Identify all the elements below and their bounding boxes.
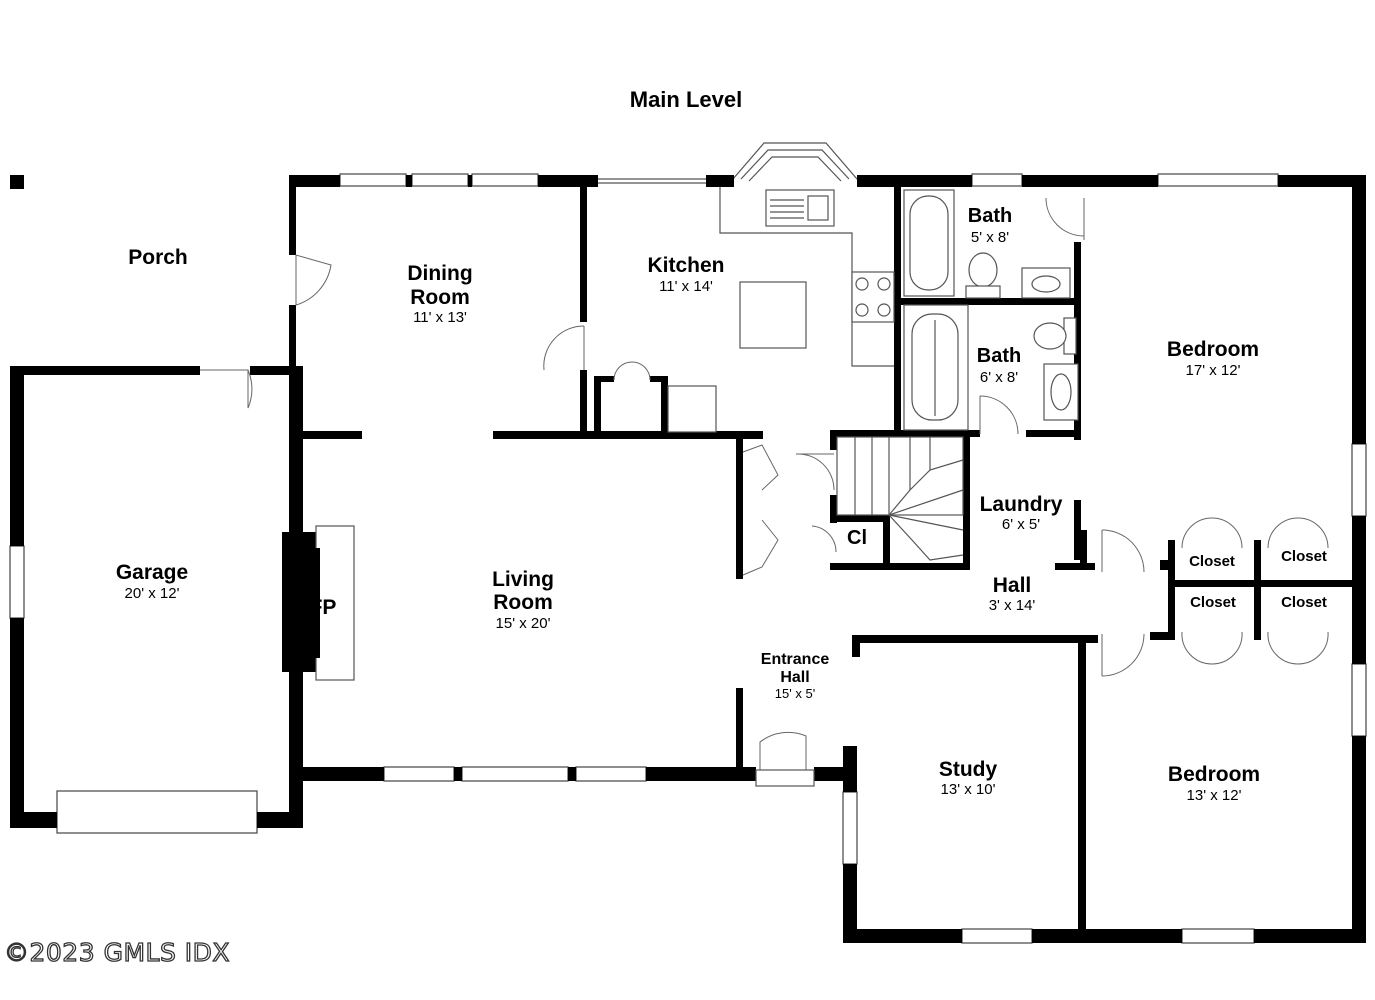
kitchen-label: Kitchen xyxy=(647,254,724,277)
bath-1-label: Bath xyxy=(968,205,1012,227)
bedroom-1-label: Bedroom xyxy=(1167,338,1259,361)
living-room-label-line2: Room xyxy=(493,591,553,614)
windows xyxy=(9,142,1367,944)
fixtures xyxy=(667,187,1079,561)
entrance-hall-label-line1: Entrance xyxy=(761,651,830,668)
entrance-hall-dims: 15' x 5' xyxy=(775,686,815,701)
dining-room-label-line2: Room xyxy=(410,286,470,309)
laundry-label: Laundry xyxy=(980,493,1063,516)
dining-room-dims: 11' x 13' xyxy=(413,309,467,326)
entrance-hall-label-line2: Hall xyxy=(780,669,809,686)
closet-c-label: Closet xyxy=(1190,594,1236,611)
study-dims: 13' x 10' xyxy=(941,781,996,798)
copyright-watermark: ©2023 GMLS IDX xyxy=(3,937,231,967)
bath-2-label: Bath xyxy=(977,345,1021,367)
closet-d-label: Closet xyxy=(1281,594,1327,611)
fireplace-label: FP xyxy=(310,596,337,619)
walls xyxy=(10,175,1366,943)
living-room-label-line1: Living xyxy=(492,568,554,591)
laundry-dims: 6' x 5' xyxy=(1002,516,1040,533)
garage-dims: 20' x 12' xyxy=(125,585,180,602)
doors xyxy=(200,197,1329,787)
porch-label: Porch xyxy=(128,246,188,269)
bedroom-2-label: Bedroom xyxy=(1168,763,1260,786)
dining-room-label-line1: Dining xyxy=(407,262,472,285)
small-closet-label: Cl xyxy=(847,527,867,549)
plan-title: Main Level xyxy=(630,87,742,112)
bedroom-1-dims: 17' x 12' xyxy=(1186,362,1241,379)
hall-dims: 3' x 14' xyxy=(989,597,1036,614)
bedroom-2-dims: 13' x 12' xyxy=(1187,787,1242,804)
garage-label: Garage xyxy=(116,561,188,584)
study-label: Study xyxy=(939,758,998,781)
closet-b-label: Closet xyxy=(1281,548,1327,565)
living-room-dims: 15' x 20' xyxy=(496,615,551,632)
closet-a-label: Closet xyxy=(1189,553,1235,570)
bath-1-dims: 5' x 8' xyxy=(971,229,1009,246)
labels: Main Level Porch Dining Room 11' x 13' K… xyxy=(116,87,1327,804)
hall-label: Hall xyxy=(993,574,1032,597)
bath-2-dims: 6' x 8' xyxy=(980,369,1018,386)
kitchen-dims: 11' x 14' xyxy=(659,278,713,295)
